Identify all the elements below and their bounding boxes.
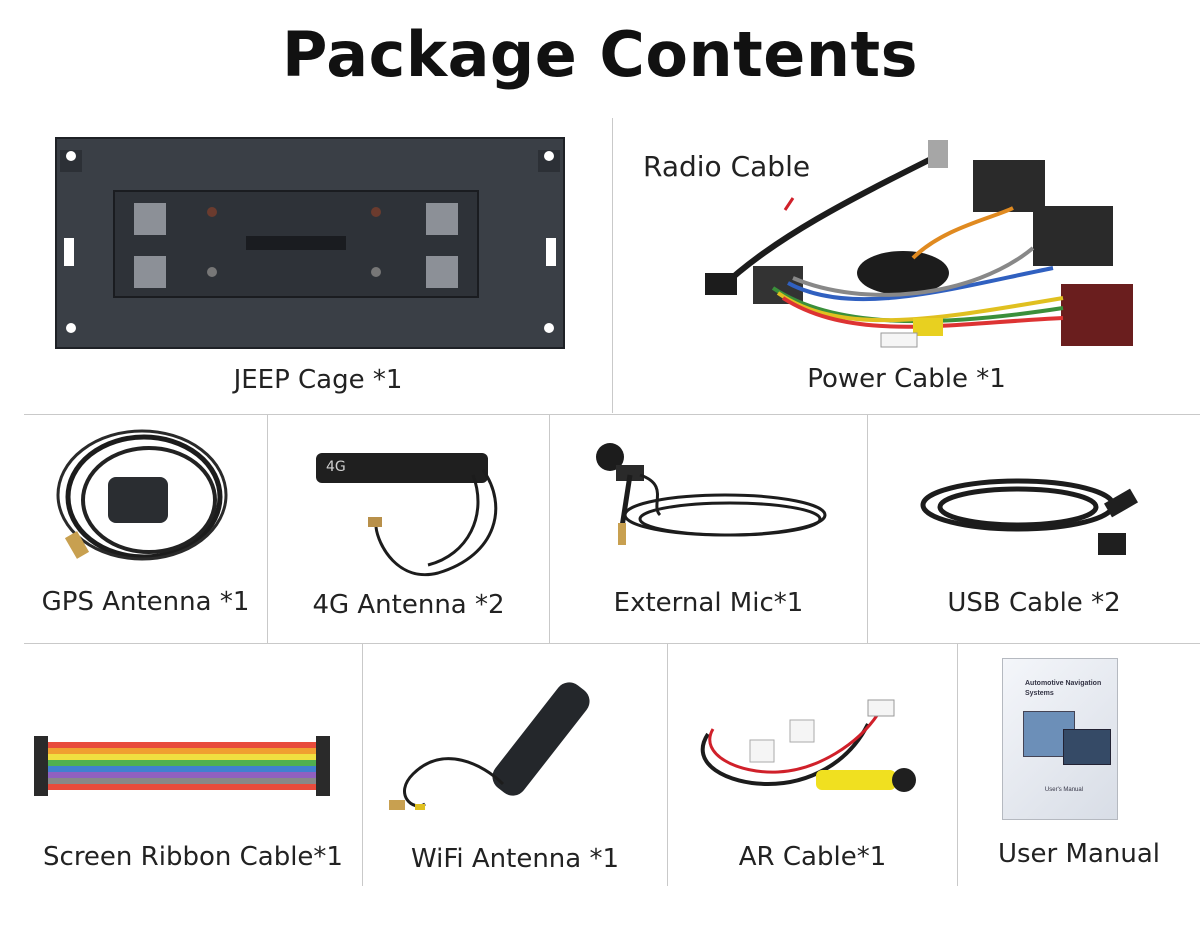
manual-heading: Automotive Navigation Systems xyxy=(1025,680,1102,697)
wifi-antenna-image xyxy=(389,682,590,810)
item-wifi-antenna: WiFi Antenna *1 xyxy=(363,644,667,886)
item-label: Screen Ribbon Cable*1 xyxy=(43,842,343,872)
item-user-manual: Automotive Navigation Systems User's Man… xyxy=(958,644,1200,886)
divider xyxy=(667,644,668,886)
power-cable-image xyxy=(705,140,1133,348)
divider xyxy=(867,415,868,643)
manual-screen-thumbnail xyxy=(1063,729,1111,765)
jeep-cage-image xyxy=(55,137,565,349)
usb-cable-image xyxy=(920,478,1138,555)
item-label: JEEP Cage *1 xyxy=(233,365,403,395)
item-ar-cable: AR Cable*1 xyxy=(668,644,957,886)
microphone-image xyxy=(596,443,827,545)
item-label: WiFi Antenna *1 xyxy=(410,844,620,874)
item-label: User Manual xyxy=(997,839,1160,869)
divider xyxy=(957,644,958,886)
item-ribbon-cable: Screen Ribbon Cable*1 xyxy=(24,644,362,886)
divider xyxy=(612,118,613,413)
page-title: Package Contents xyxy=(281,18,919,91)
ar-cable-image xyxy=(700,699,916,792)
item-usb-cable: USB Cable *2 xyxy=(868,415,1200,643)
item-label: External Mic*1 xyxy=(613,588,804,618)
item-label: AR Cable*1 xyxy=(738,842,887,872)
4g-antenna-image xyxy=(316,453,498,577)
item-external-mic: External Mic*1 xyxy=(550,415,867,643)
radio-cable-callout: Radio Cable xyxy=(643,150,811,183)
item-label: GPS Antenna *1 xyxy=(41,587,250,617)
divider xyxy=(549,415,550,643)
item-label: Power Cable *1 xyxy=(807,364,1006,394)
divider xyxy=(267,415,268,643)
item-jeep-cage: JEEP Cage *1 xyxy=(24,118,612,414)
item-label: USB Cable *2 xyxy=(947,588,1121,618)
4g-badge: 4G xyxy=(326,459,346,475)
divider xyxy=(362,644,363,886)
divider xyxy=(24,414,1200,415)
item-gps-antenna: GPS Antenna *1 xyxy=(24,415,267,643)
divider xyxy=(24,643,1200,644)
item-label: 4G Antenna *2 xyxy=(312,590,505,620)
manual-footer: User's Manual xyxy=(1044,787,1084,793)
item-4g-antenna: 4G 4G Antenna *2 xyxy=(268,415,549,643)
user-manual-image: Automotive Navigation Systems User's Man… xyxy=(1002,658,1118,820)
item-power-cable: Radio Cable Power Cable *1 xyxy=(613,118,1200,414)
gps-antenna-image xyxy=(56,429,228,561)
ribbon-cable-image xyxy=(34,736,330,796)
